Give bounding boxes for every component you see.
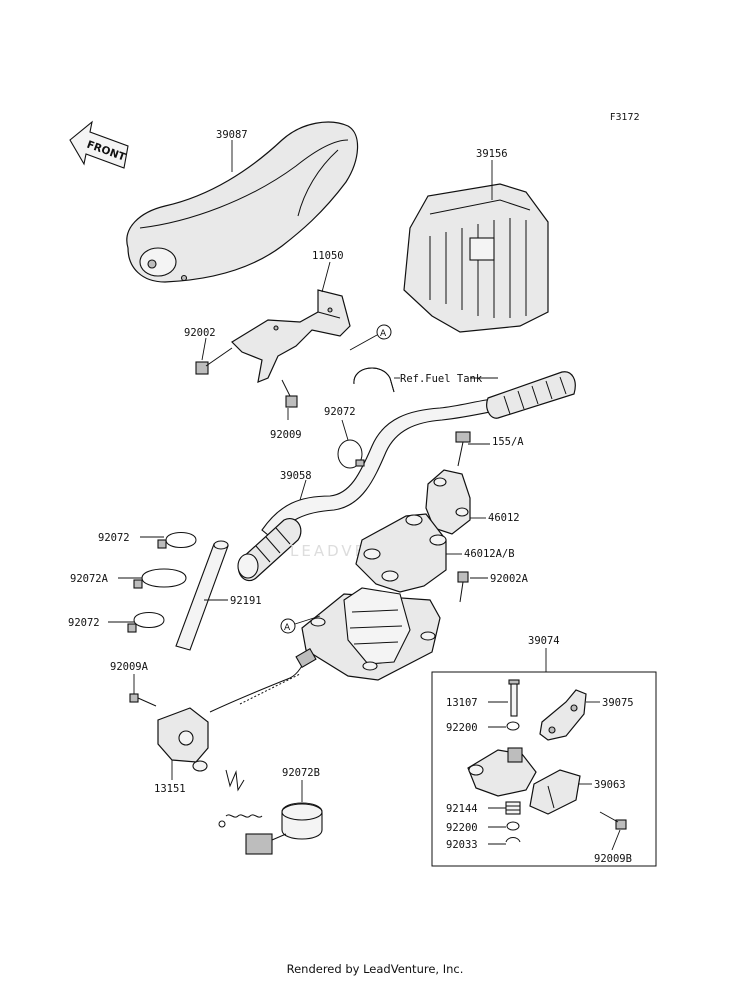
base-plate-part <box>301 587 441 681</box>
part-label-46012ab: 46012A/B <box>464 548 515 560</box>
right-grip <box>486 371 576 419</box>
spring-part <box>218 769 263 828</box>
clamp-top-part <box>425 469 471 535</box>
part-label-39075: 39075 <box>602 697 634 709</box>
part-label-39063: 39063 <box>594 779 626 791</box>
part-label-13151: 13151 <box>154 783 186 795</box>
spring-92144 <box>505 801 521 815</box>
throttle-lever-part <box>157 707 209 772</box>
part-label-92191: 92191 <box>230 595 262 607</box>
part-label-92200-a: 92200 <box>446 722 478 734</box>
screw-92009B <box>599 811 627 830</box>
clamp-92072-a <box>157 532 197 549</box>
part-label-92200-b: 92200 <box>446 822 478 834</box>
part-label-39156: 39156 <box>476 148 508 160</box>
clamp-holder-part <box>355 513 447 593</box>
washer-92200-a <box>506 721 520 731</box>
part-label-92009b: 92009B <box>594 853 632 865</box>
part-label-11050: 11050 <box>312 250 344 262</box>
circlip-92033 <box>505 837 521 843</box>
bracket-part <box>231 289 351 383</box>
ref-fuel-tank-note: Ref.Fuel Tank <box>400 373 483 385</box>
throttle-cable <box>209 648 317 713</box>
part-label-13107: 13107 <box>446 697 478 709</box>
screw-92009A <box>129 693 157 707</box>
part-label-46012: 46012 <box>488 512 520 524</box>
part-label-92072A: 92072A <box>70 573 109 585</box>
left-grip <box>237 518 302 582</box>
lever-block-part <box>467 747 537 797</box>
part-label-92072-a: 92072 <box>98 532 130 544</box>
bolt-92009 <box>281 379 298 408</box>
front-arrow-icon: FRONT <box>69 120 129 169</box>
part-label-39058: 39058 <box>280 470 312 482</box>
handlebar-part <box>237 371 576 582</box>
part-label-39074: 39074 <box>528 635 560 647</box>
part-label-155a: 155/A <box>492 436 524 448</box>
ref-marker-a-lower-text: A <box>284 623 291 633</box>
bolt-92002 <box>195 347 233 375</box>
kit-39074-box <box>431 648 657 867</box>
part-label-92033: 92033 <box>446 839 478 851</box>
part-39063 <box>529 769 581 815</box>
part-label-92072-b: 92072 <box>68 617 100 629</box>
clamp-92072-upper <box>337 439 365 469</box>
callout-leaders <box>108 140 621 851</box>
ref-marker-a-upper: A <box>349 324 392 351</box>
part-label-92072b: 92072B <box>282 767 320 779</box>
hose-92191 <box>175 540 229 651</box>
pin-13107 <box>508 679 520 717</box>
part-label-92002: 92002 <box>184 327 216 339</box>
bolt-155a <box>455 431 471 467</box>
part-label-92072-upper: 92072 <box>324 406 356 418</box>
part-label-39087: 39087 <box>216 129 248 141</box>
hand-pole-cover-part <box>126 121 359 283</box>
part-label-92009a: 92009A <box>110 661 149 673</box>
band-92072B <box>245 802 323 855</box>
bolt-92002a <box>457 571 469 603</box>
part-labels: 39087 39156 11050 92002 92009 92072 3905… <box>68 129 634 865</box>
ref-marker-a-upper-text: A <box>380 329 387 339</box>
part-label-92144: 92144 <box>446 803 478 815</box>
part-label-92009: 92009 <box>270 429 302 441</box>
washer-92200-b <box>506 821 520 831</box>
part-label-92002a: 92002A <box>490 573 529 585</box>
part-39075 <box>539 689 587 741</box>
rib-cover-part <box>403 183 549 333</box>
clamp-92072-b <box>127 612 165 633</box>
ref-marker-a-lower: A <box>280 615 321 634</box>
clamp-92072A <box>133 568 187 589</box>
footer-credit: Rendered by LeadVenture, Inc. <box>286 962 464 976</box>
figure-code: F3172 <box>610 112 640 123</box>
